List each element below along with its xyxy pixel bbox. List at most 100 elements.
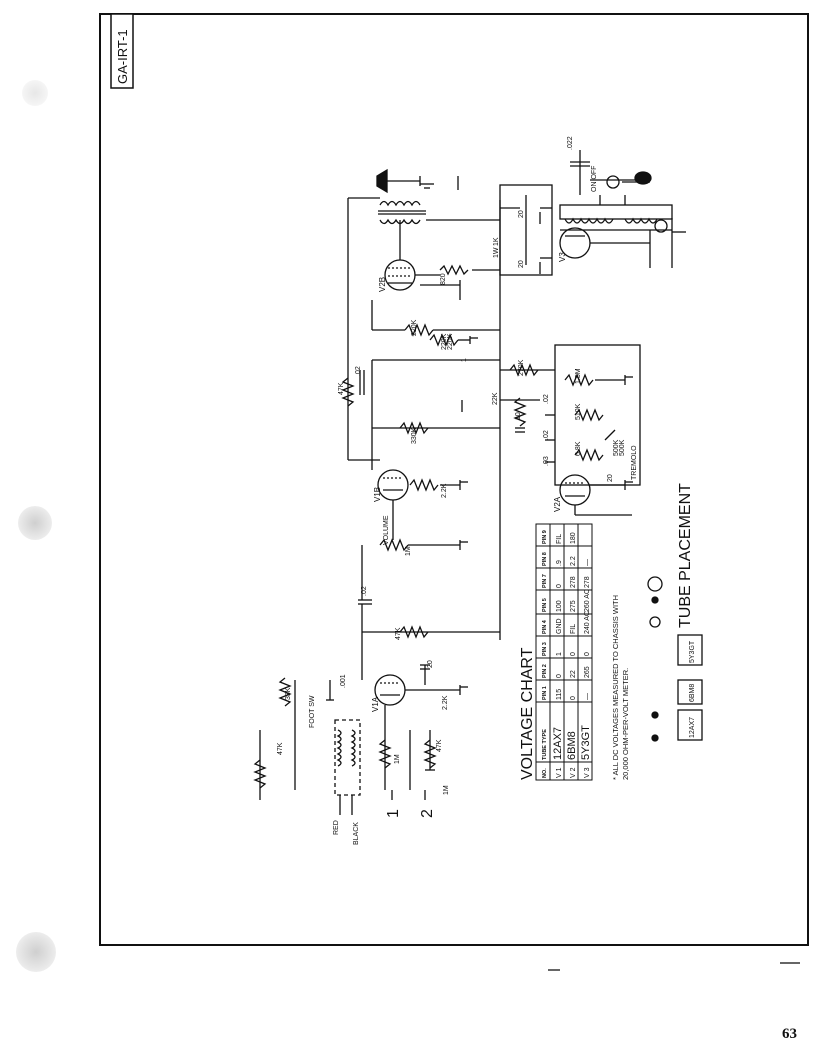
component-value: 47K <box>338 382 345 395</box>
voltage-chart-cell: V 1 <box>556 767 563 778</box>
voltage-chart-cell: 115 <box>556 689 563 700</box>
tremolo-pot-label: 500K <box>619 439 626 456</box>
component-value: 1.5M <box>575 368 582 384</box>
voltage-chart-cell: FIL <box>570 624 577 634</box>
voltage-chart-cell: 275 <box>570 600 577 612</box>
tube-label-v3: V3 <box>558 252 567 262</box>
component-value: 47K <box>395 627 402 640</box>
tube-label-5y3gt: 5Y3GT <box>689 640 696 663</box>
component-value: 1K <box>493 237 500 246</box>
voltage-chart-header: PIN 7 <box>542 574 548 588</box>
component-value: 2.2K <box>441 483 448 498</box>
voltage-chart-cell: 1 <box>556 652 563 656</box>
component-value: 820 <box>440 273 447 285</box>
voltage-chart-header: PIN 9 <box>542 530 548 544</box>
component-value: 270K <box>518 359 525 376</box>
voltage-chart-cell: — <box>584 559 591 566</box>
voltage-chart-cell: 180 <box>570 532 577 544</box>
component-value: 20 <box>518 260 525 268</box>
voltage-chart-cell: .9 <box>556 560 563 566</box>
component-value: 330K <box>411 427 418 444</box>
volume-label: VOLUME <box>383 515 390 545</box>
component-value: .03 <box>543 456 550 466</box>
component-value: .02 <box>361 586 368 596</box>
tube-placement-title: TUBE PLACEMENT <box>677 483 694 628</box>
component-value: 220K <box>411 319 418 336</box>
voltage-chart-cell: 0 <box>570 652 577 656</box>
voltage-chart-cell: GND <box>556 618 563 634</box>
voltage-chart-cell: 6BM8 <box>566 731 578 760</box>
voltage-chart-cell: 278 <box>584 576 591 588</box>
punch-hole <box>18 506 52 540</box>
voltage-chart-cell: 0 <box>584 652 591 656</box>
component-value: 510K <box>575 403 582 420</box>
component-value: 2.2K <box>442 695 449 710</box>
wire-label-black: BLACK <box>353 822 360 845</box>
voltage-chart-cell: 22 <box>570 670 577 678</box>
component-value: 47K <box>436 739 443 752</box>
tube-socket-6bm8 <box>677 679 703 705</box>
voltage-chart-cell: 278 <box>570 576 577 588</box>
voltage-chart-header: PIN 1 <box>542 686 548 700</box>
component-value: 1W <box>493 247 500 258</box>
voltage-chart-cell: 100 <box>556 600 563 612</box>
component-value: 6.8K <box>575 441 582 456</box>
component-value: 220K <box>447 333 454 350</box>
voltage-chart-header: PIN 3 <box>542 642 548 656</box>
tube-label-6bm8: 6BM8 <box>689 684 696 702</box>
voltage-chart-header: PIN 8 <box>542 552 548 566</box>
sheet-id-box <box>110 13 134 89</box>
tube-placement: TUBE PLACEMENT 12AX7 6BM8 5Y3GT <box>647 483 703 742</box>
tube-label-v1a: V1A <box>371 696 380 712</box>
wire-label-red: RED <box>333 820 340 835</box>
tube-socket-5y3gt <box>677 634 703 666</box>
voltage-chart-cell: 0 <box>556 584 563 588</box>
output-stage <box>347 168 501 640</box>
voltage-chart-cell: 12AX7 <box>552 727 564 760</box>
ground-symbols <box>420 176 686 688</box>
component-value: 500K <box>613 439 620 456</box>
component-value: 33K <box>285 687 292 700</box>
voltage-chart-header: PIN 4 <box>542 619 548 634</box>
tube-label-12ax7: 12AX7 <box>689 717 696 738</box>
component-value: 1 <box>461 358 468 362</box>
voltage-chart-title: VOLTAGE CHART <box>519 647 536 780</box>
component-value: 20 <box>427 660 434 668</box>
voltage-chart-header: NO. <box>542 768 548 778</box>
voltage-chart-cell: 0 <box>556 674 563 678</box>
voltage-chart-cell: — <box>584 693 591 700</box>
voltage-chart-header: PIN 2 <box>542 664 548 678</box>
component-value: .02 <box>543 394 550 404</box>
component-value: 1M <box>443 785 450 795</box>
component-value: 20 <box>607 474 614 482</box>
page-number: 63 <box>782 1026 797 1042</box>
component-value: .001 <box>340 674 347 688</box>
tube-label-v2a: V2A <box>553 496 562 512</box>
component-value: .02 <box>355 366 362 376</box>
tube-label-v2b: V2B <box>378 277 387 292</box>
voltage-chart-cell: 5Y3GT <box>580 725 592 760</box>
component-value: 220K <box>441 333 448 350</box>
input-jack-1: 1 <box>385 809 402 818</box>
component-value: 47K <box>277 742 284 755</box>
punch-hole <box>22 80 48 106</box>
voltage-chart-cell: FIL <box>556 534 563 544</box>
voltage-chart-footnote: * ALL DC VOLTAGES MEASURED TO CHASSIS WI… <box>611 595 620 780</box>
voltage-chart-cell: 2.2 <box>570 556 577 566</box>
component-value: 22K <box>492 392 499 405</box>
input-jack-2: 2 <box>419 809 436 818</box>
tremolo-oscillator <box>500 344 641 516</box>
voltage-chart-cell: 240 AC <box>584 611 591 634</box>
tube-label-v1b: V1B <box>373 487 382 502</box>
voltage-chart-footnote-cont: 20,000 OHM-PER-VOLT METER. <box>621 668 630 780</box>
voltage-chart-cell: V 3 <box>584 767 591 778</box>
component-value: 10 <box>515 412 522 420</box>
component-value: .02 <box>543 430 550 440</box>
tube-socket-12ax7 <box>677 709 703 741</box>
voltage-chart-cell: V 2 <box>570 767 577 778</box>
foot-switch-label: FOOT SW <box>309 695 316 728</box>
voltage-chart-header: PIN 5 <box>542 598 548 612</box>
